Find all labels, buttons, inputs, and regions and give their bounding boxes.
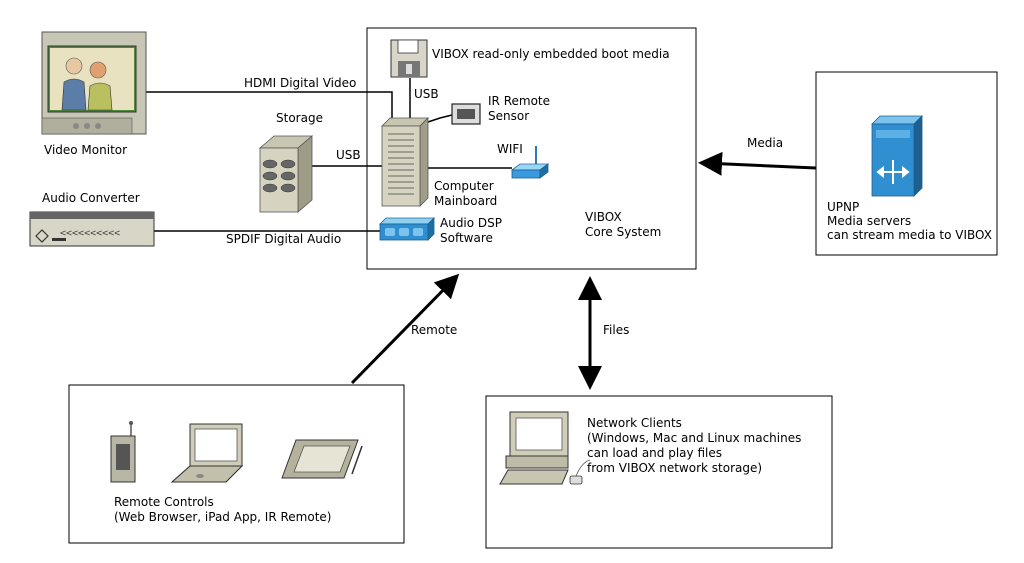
network-clients-label-2: (Windows, Mac and Linux machines [587,431,801,445]
ir-sensor-icon [451,103,481,125]
ir-sensor-label-1: IR Remote [488,94,550,108]
wifi-icon [510,146,550,179]
remote-controls-label-1: Remote Controls [114,495,214,509]
ir-line [427,114,453,123]
audio-dsp-icon [379,217,435,241]
workstation-icon [499,411,591,485]
svg-text:<<<<<<<<<<: <<<<<<<<<< [60,228,120,239]
remote-controls-label-2: (Web Browser, iPad App, IR Remote) [114,510,331,524]
tablet-icon [281,439,363,479]
boot-media-label: VIBOX read-only embedded boot media [432,47,670,61]
mainboard-label-2: Mainboard [434,194,497,208]
media-label: Media [747,136,783,150]
ir-remote-icon [110,421,136,483]
monitor-icon [41,31,147,135]
dsp-label-2: Software [440,231,493,245]
laptop-icon [170,423,244,483]
upnp-server-icon [871,115,923,197]
storage-label: Storage [276,111,323,125]
audio-converter-label: Audio Converter [42,191,140,205]
storage-usb-label: USB [336,148,361,162]
ir-sensor-label-2: Sensor [488,109,529,123]
video-monitor-label: Video Monitor [44,143,127,157]
mainboard-label-1: Computer [434,179,494,193]
upnp-label-2: Media servers [827,214,911,228]
audio-converter-icon: <<<<<<<<<< [29,211,155,247]
core-label-1: VIBOX [585,210,622,224]
remote-arrow [350,273,460,385]
hdmi-line [146,91,393,118]
upnp-label-3: can stream media to VIBOX [827,228,992,242]
upnp-label-1: UPNP [827,200,859,214]
mainboard-tower-icon [381,117,429,207]
network-clients-label-4: from VIBOX network storage) [587,461,762,475]
remote-label: Remote [411,323,457,337]
core-label-2: Core System [585,225,661,239]
media-arrow [698,151,817,176]
storage-icon [258,135,314,213]
files-label: Files [603,323,629,337]
network-clients-label-1: Network Clients [587,416,682,430]
network-clients-label-3: can load and play files [587,446,722,460]
wifi-label: WIFI [497,142,523,156]
spdif-label: SPDIF Digital Audio [226,232,341,246]
boot-usb-label: USB [414,87,439,101]
dsp-label-1: Audio DSP [440,216,502,230]
hdmi-label: HDMI Digital Video [244,76,356,90]
floppy-icon [390,39,428,78]
